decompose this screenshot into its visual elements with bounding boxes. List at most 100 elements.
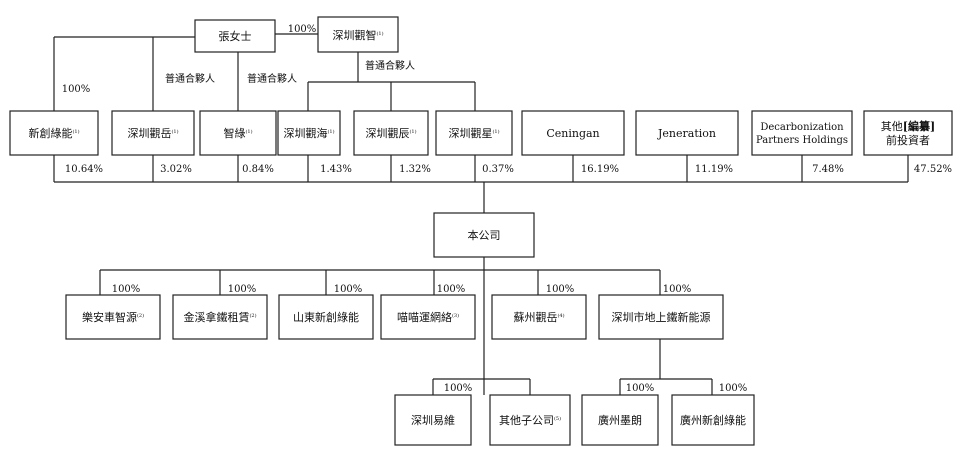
bottom-left-1-name: 深圳易維	[411, 414, 455, 427]
svg-text:喵喵運網絡(3): 喵喵運網絡(3)	[397, 310, 459, 324]
pct-bottom-left: 100%	[444, 383, 473, 394]
shareholder-10-bold: [編纂]	[903, 119, 935, 133]
connector-lines	[53, 33, 909, 395]
shareholder-3: 智綠(1)	[199, 110, 277, 156]
subsidiary-1-note: (2)	[137, 312, 144, 319]
shareholder-2-name: 深圳觀岳	[127, 127, 171, 140]
pct-shareholder-6: 0.37%	[482, 164, 514, 175]
bottom-left-1: 深圳易維	[394, 394, 472, 446]
pct-shareholder-2: 3.02%	[160, 164, 192, 175]
shareholder-8-name: Jeneration	[657, 127, 716, 140]
shareholder-percentages: 10.64% 3.02% 0.84% 1.43% 1.32% 0.37% 16.…	[65, 164, 952, 175]
shareholder-5: 深圳觀辰(1)	[353, 110, 429, 156]
guanzhi-node: 深圳觀智(1)	[317, 16, 399, 53]
subsidiary-6: 深圳市地上鐵新能源	[598, 294, 724, 340]
pct-subsidiary-5: 100%	[546, 284, 575, 295]
subsidiary-4-name: 喵喵運網絡	[397, 310, 452, 324]
subsidiary-2-note: (2)	[249, 312, 256, 319]
shareholder-6: 深圳觀星(1)	[435, 110, 513, 156]
subsidiary-3: 山東新創綠能	[278, 294, 374, 340]
svg-text:樂安車智源(2): 樂安車智源(2)	[82, 310, 144, 324]
gp-label-right: 普通合夥人	[365, 59, 415, 72]
bottom-right-2: 廣州新創綠能	[671, 394, 755, 446]
pct-shareholder-10: 47.52%	[914, 164, 952, 175]
pct-subsidiary-4: 100%	[437, 284, 466, 295]
guanzhi-note: (1)	[376, 30, 383, 37]
subsidiary-2-name: 金溪拿鐵租賃	[183, 310, 249, 324]
person-node: 張女士	[194, 19, 276, 53]
svg-text:蘇州觀岳(4): 蘇州觀岳(4)	[513, 311, 564, 324]
shareholder-4-name: 深圳觀海	[283, 126, 327, 140]
pct-shareholder-4: 1.43%	[320, 164, 352, 175]
subsidiary-percentages: 100% 100% 100% 100% 100% 100%	[112, 284, 692, 295]
gp-label-left: 普通合夥人	[165, 72, 215, 85]
pct-person-guanzhi: 100%	[288, 24, 317, 35]
svg-text:深圳觀辰(1): 深圳觀辰(1)	[365, 127, 416, 140]
subsidiary-5-note: (4)	[557, 312, 564, 319]
shareholder-7-name: Ceningan	[546, 127, 599, 140]
shareholder-2: 深圳觀岳(1)	[111, 110, 195, 156]
svg-text:深圳觀海(1): 深圳觀海(1)	[283, 126, 334, 140]
shareholder-9: Decarbonization Partners Holdings	[751, 110, 853, 156]
subsidiary-5-name: 蘇州觀岳	[513, 311, 557, 324]
subsidiary-row: 樂安車智源(2) 金溪拿鐵租賃(2) 山東新創綠能 喵喵運網絡(3) 蘇州觀岳(…	[65, 294, 724, 340]
shareholder-1: 新創綠能(1)	[9, 110, 99, 156]
gp-label-middle: 普通合夥人	[247, 72, 297, 85]
shareholder-1-name: 新創綠能	[28, 126, 72, 140]
pct-shareholder-9: 7.48%	[812, 164, 844, 175]
subsidiary-4: 喵喵運網絡(3)	[380, 294, 476, 340]
svg-text:深圳觀星(1): 深圳觀星(1)	[448, 127, 499, 140]
shareholder-3-name: 智綠	[223, 126, 245, 140]
person-label: 張女士	[219, 29, 252, 43]
pct-bottom-right-a: 100%	[626, 383, 655, 394]
shareholder-2-note: (1)	[171, 128, 178, 135]
svg-text:深圳觀智(1): 深圳觀智(1)	[332, 28, 383, 42]
pct-subsidiary-2: 100%	[228, 284, 257, 295]
shareholder-1-note: (1)	[72, 128, 79, 135]
pct-shareholder-1: 10.64%	[65, 164, 103, 175]
subsidiary-6-name: 深圳市地上鐵新能源	[612, 310, 711, 324]
bottom-left-2-name: 其他子公司	[499, 414, 554, 427]
pct-shareholder-5: 1.32%	[399, 164, 431, 175]
bottom-right-2-name: 廣州新創綠能	[680, 413, 746, 427]
subsidiary-1-name: 樂安車智源	[82, 310, 137, 324]
shareholder-7: Ceningan	[521, 110, 625, 156]
shareholder-10-name2: 前投資者	[886, 133, 930, 147]
pct-subsidiary-6: 100%	[663, 284, 692, 295]
shareholder-3-note: (1)	[245, 128, 252, 135]
pct-person-xcln: 100%	[62, 84, 91, 95]
bottom-right-1: 廣州墨朗	[581, 394, 659, 446]
subsidiary-5: 蘇州觀岳(4)	[491, 294, 587, 340]
shareholder-5-name: 深圳觀辰	[365, 127, 409, 140]
svg-text:智綠(1): 智綠(1)	[223, 126, 252, 140]
shareholder-4-note: (1)	[327, 128, 334, 135]
svg-text:深圳觀岳(1): 深圳觀岳(1)	[127, 127, 178, 140]
svg-text:金溪拿鐵租賃(2): 金溪拿鐵租賃(2)	[183, 310, 256, 324]
shareholder-4: 深圳觀海(1)	[277, 110, 341, 156]
subsidiary-4-note: (3)	[452, 312, 459, 319]
company-node: 本公司	[433, 212, 535, 258]
shareholder-10: 其他[編纂] 前投資者	[863, 110, 953, 156]
shareholder-9-name: Decarbonization	[760, 122, 844, 133]
pct-shareholder-7: 16.19%	[581, 164, 619, 175]
svg-text:新創綠能(1): 新創綠能(1)	[28, 126, 79, 140]
shareholder-row: 新創綠能(1) 深圳觀岳(1) 智綠(1) 深圳觀海(1) 深圳觀辰(1) 深圳…	[9, 110, 953, 156]
shareholder-6-note: (1)	[492, 128, 499, 135]
shareholder-8: Jeneration	[635, 110, 739, 156]
pct-subsidiary-1: 100%	[112, 284, 141, 295]
shareholder-5-note: (1)	[409, 128, 416, 135]
bottom-left-2-note: (5)	[554, 415, 561, 422]
shareholder-10-name: 其他	[881, 120, 903, 133]
pct-shareholder-8: 11.19%	[695, 164, 733, 175]
subsidiary-2: 金溪拿鐵租賃(2)	[172, 294, 268, 340]
guanzhi-label: 深圳觀智	[332, 28, 376, 42]
svg-text:其他[編纂]: 其他[編纂]	[881, 119, 935, 133]
shareholder-9-name2: Partners Holdings	[756, 135, 848, 146]
bottom-right-1-name: 廣州墨朗	[598, 413, 642, 427]
svg-text:其他子公司(5): 其他子公司(5)	[499, 414, 561, 427]
pct-shareholder-3: 0.84%	[242, 164, 274, 175]
bottom-left-2: 其他子公司(5)	[489, 394, 571, 446]
subsidiary-1: 樂安車智源(2)	[65, 294, 161, 340]
shareholder-6-name: 深圳觀星	[448, 127, 492, 140]
